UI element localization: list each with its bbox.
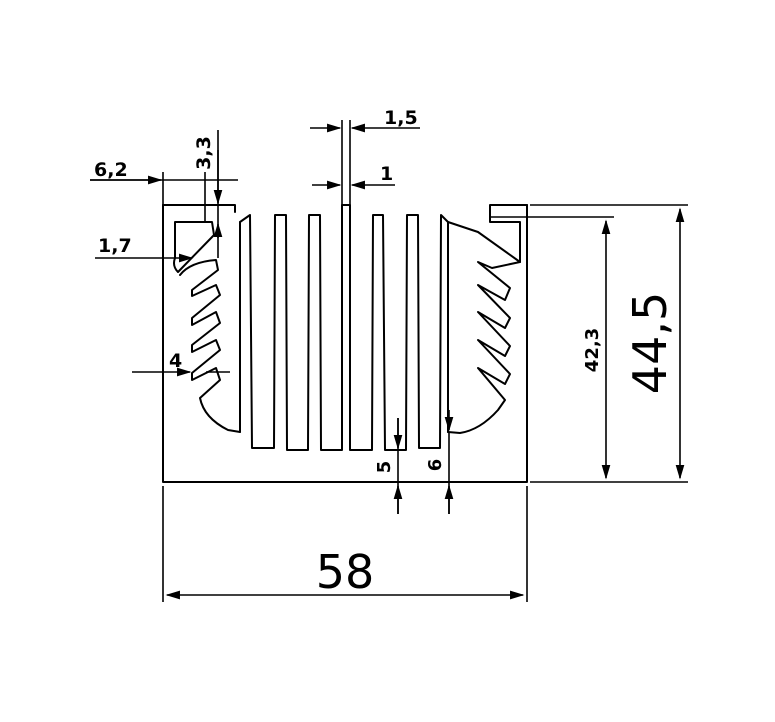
right-side-fins [447,261,521,434]
dimension-lines [90,120,688,602]
label-side-fin-gap: 4 [169,350,182,372]
dimension-labels: 58 44,5 42,3 5 6 1,5 1 6,2 3,3 1,7 4 [94,107,677,599]
label-hook-height: 3,3 [193,136,215,170]
label-fin-top: 1,5 [384,107,418,129]
center-fins [239,204,449,451]
left-side-fins [179,221,241,433]
label-base-right: 6 [425,459,446,472]
label-hook-thickness: 1,7 [98,235,132,257]
label-height-total: 44,5 [623,292,677,394]
label-width-total: 58 [316,545,375,599]
base-outline [162,204,528,483]
label-fin-bottom: 1 [380,163,393,185]
label-height-inner: 42,3 [582,328,603,372]
label-wall-offset: 6,2 [94,159,128,181]
label-base-left: 5 [374,461,395,474]
profile-outline [162,204,528,483]
